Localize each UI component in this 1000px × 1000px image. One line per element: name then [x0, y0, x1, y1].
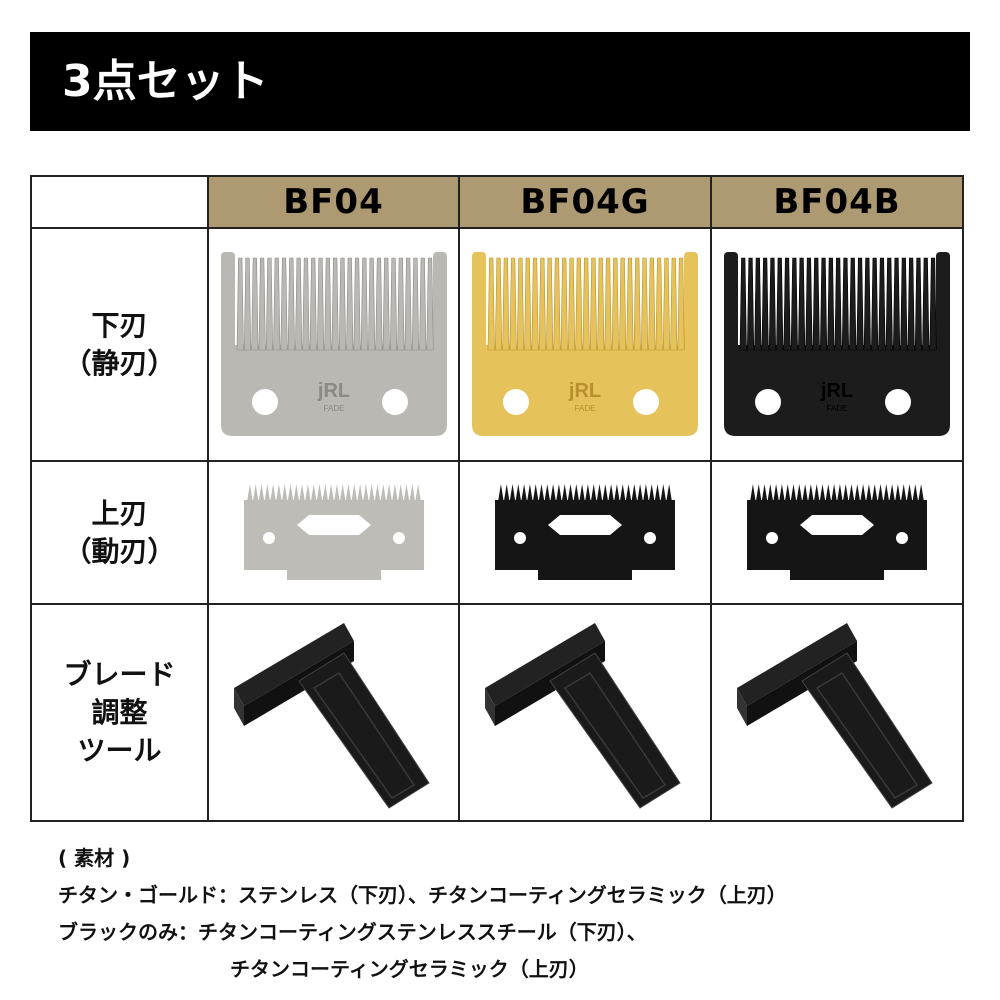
column-header-bf04g: BF04G [458, 175, 712, 229]
table-row-upper-blade: 上刃 （動刃） [30, 460, 964, 605]
row-label-line: （動刃） [63, 534, 176, 568]
row-label-line: ブレード [63, 657, 176, 691]
notes-line: チタンコーティングセラミック（上刃） [230, 957, 589, 981]
tool-cell [207, 603, 460, 822]
blade-hole [766, 532, 778, 544]
blade-logo-sub: FADE [827, 404, 848, 413]
table-row-lower-blade: 下刃 （静刃） jRL FADE jRL FADE jRL FADE [30, 227, 964, 462]
blade-edge [220, 251, 235, 352]
blade-hole [755, 388, 781, 415]
column-header-bf04: BF04 [207, 175, 460, 229]
row-label-line: 調整 [91, 695, 148, 729]
blade-edge [472, 251, 486, 352]
blade-edge [684, 251, 698, 352]
column-header-bf04b: BF04B [710, 175, 964, 229]
upper-blade-cell [710, 460, 964, 605]
upper-blade-slot [800, 515, 874, 535]
blade-adjust-tool-image [737, 622, 933, 809]
blade-hole [503, 388, 529, 415]
row-label-line: ツール [77, 733, 162, 767]
blade-adjust-tool-image [233, 622, 430, 809]
section-title-banner: 3点セット [30, 32, 970, 131]
lower-blade-image: jRL FADE [472, 251, 698, 436]
upper-blade-cell [207, 460, 460, 605]
row-label-line: 下刃 [91, 308, 148, 342]
upper-blade-slot [296, 515, 371, 535]
blade-hole [262, 532, 275, 544]
row-label-lower-blade: 下刃 （静刃） [30, 227, 209, 462]
blade-logo: jRL [820, 380, 853, 402]
table-header-row: BF04 BF04G BF04B [30, 175, 964, 229]
tool-cell [458, 603, 712, 822]
comparison-table: BF04 BF04G BF04B 下刃 （静刃） jRL FADE jRL FAD… [30, 175, 964, 822]
lower-blade-image: jRL FADE [724, 251, 950, 436]
lower-blade-cell: jRL FADE [207, 227, 460, 462]
blade-adjust-tool-image [485, 622, 681, 809]
blade-hole [251, 388, 278, 415]
table-row-adjust-tool: ブレード調整ツール [30, 603, 964, 822]
upper-blade-image [747, 484, 927, 580]
blade-hole [896, 532, 908, 544]
blade-hole [392, 532, 405, 544]
header-empty-cell [30, 175, 209, 229]
notes-line: チタン・ゴールド：ステンレス（下刃）、チタンコーティングセラミック（上刃） [58, 883, 787, 907]
blade-logo: jRL [568, 380, 601, 402]
blade-hole [633, 388, 659, 415]
row-label-line: 上刃 [91, 496, 148, 530]
blade-logo-sub: FADE [323, 404, 344, 413]
notes-heading: ( 素材 ) [58, 846, 131, 870]
section-title: 3点セット [62, 56, 269, 107]
upper-blade-image [243, 484, 424, 580]
blade-hole [381, 388, 408, 415]
upper-blade-body [243, 500, 424, 580]
blade-hole [885, 388, 911, 415]
blade-edge [432, 251, 447, 352]
blade-hole [644, 532, 656, 544]
upper-blade-image [495, 484, 675, 580]
upper-blade-body [495, 500, 675, 580]
material-notes: ( 素材 ) チタン・ゴールド：ステンレス（下刃）、チタンコーティングセラミック… [58, 840, 787, 988]
lower-blade-cell: jRL FADE [458, 227, 712, 462]
blade-logo-sub: FADE [575, 404, 596, 413]
tool-cell [710, 603, 964, 822]
blade-edge [936, 251, 950, 352]
row-label-upper-blade: 上刃 （動刃） [30, 460, 209, 605]
notes-line: ブラックのみ：チタンコーティングステンレススチール（下刃）、 [58, 920, 647, 944]
upper-blade-slot [548, 515, 622, 535]
upper-blade-body [747, 500, 927, 580]
blade-logo: jRL [316, 380, 349, 402]
blade-edge [724, 251, 738, 352]
row-label-line: （静刃） [63, 346, 176, 380]
upper-blade-cell [458, 460, 712, 605]
lower-blade-image: jRL FADE [220, 251, 447, 436]
blade-hole [514, 532, 526, 544]
lower-blade-cell: jRL FADE [710, 227, 964, 462]
row-label-adjust-tool: ブレード調整ツール [30, 603, 209, 822]
